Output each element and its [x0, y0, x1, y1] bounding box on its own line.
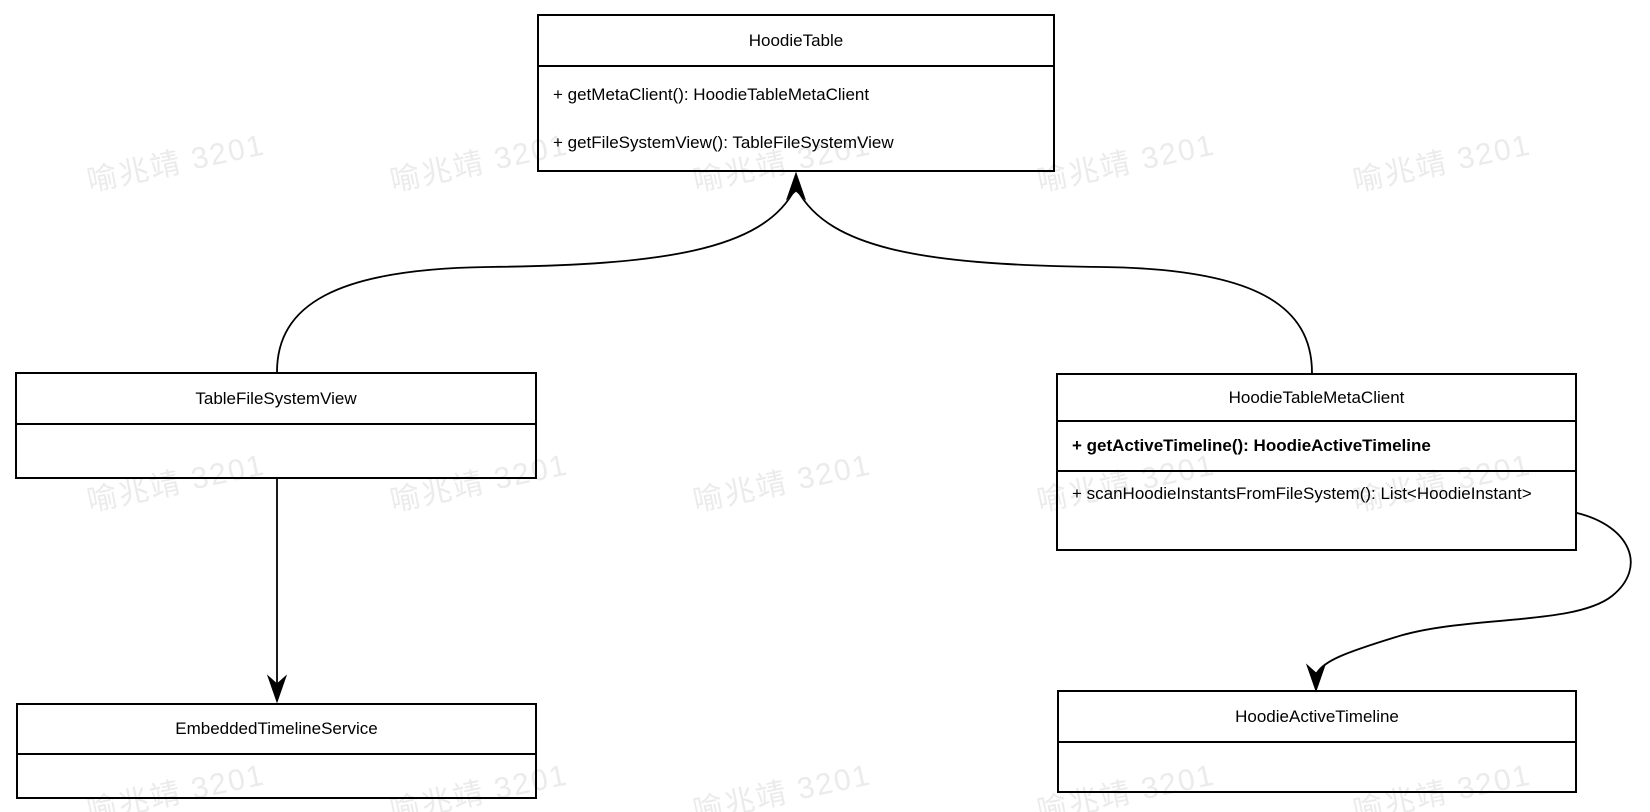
class-name-hoodietable: HoodieTable — [539, 16, 1053, 67]
arrowhead-to-hoodieactivetimeline — [1305, 663, 1327, 693]
class-box-hoodietablemetaclient: HoodieTableMetaClient + getActiveTimelin… — [1056, 373, 1577, 551]
edge-hoodietablemetaclient-to-hoodietable — [796, 188, 1313, 374]
class-name-embeddedtimelineservice: EmbeddedTimelineService — [18, 705, 535, 755]
edge-hoodietablemetaclient-to-hoodieactivetimeline — [1316, 512, 1632, 674]
class-name-hoodietablemetaclient: HoodieTableMetaClient — [1058, 375, 1575, 422]
edge-tablefilesystemview-to-hoodietable — [276, 188, 796, 373]
method-getmetaclient: + getMetaClient(): HoodieTableMetaClient — [553, 85, 870, 104]
method-getactivetimeline: + getActiveTimeline(): HoodieActiveTimel… — [1072, 436, 1431, 455]
method-scanhoodieinstantsfromfilesystem: + scanHoodieInstantsFromFileSystem(): Li… — [1058, 470, 1575, 547]
class-methods-hoodietable: + getMetaClient(): HoodieTableMetaClient… — [539, 67, 1053, 167]
method-getfilesystemview: + getFileSystemView(): TableFileSystemVi… — [553, 133, 894, 152]
class-box-hoodieactivetimeline: HoodieActiveTimeline — [1057, 690, 1577, 793]
arrowhead-to-embeddedtimelineservice — [266, 674, 288, 704]
class-name-hoodieactivetimeline: HoodieActiveTimeline — [1059, 692, 1575, 743]
class-box-tablefilesystemview: TableFileSystemView — [15, 372, 537, 479]
class-name-tablefilesystemview: TableFileSystemView — [17, 374, 535, 425]
class-box-embeddedtimelineservice: EmbeddedTimelineService — [16, 703, 537, 799]
arrowhead-to-hoodietable — [785, 171, 807, 201]
class-box-hoodietable: HoodieTable + getMetaClient(): HoodieTab… — [537, 14, 1055, 172]
